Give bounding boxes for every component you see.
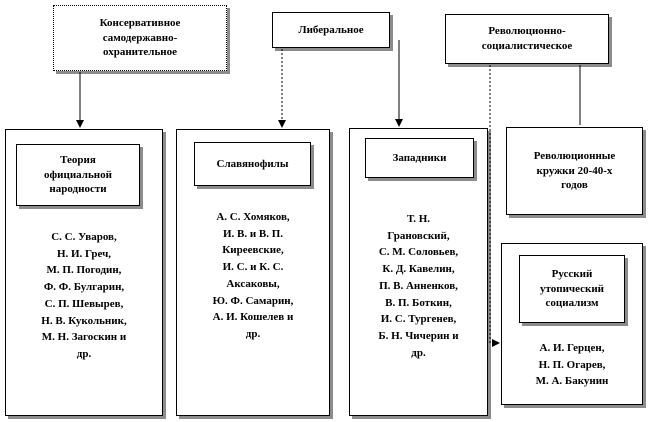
text-line: др. (76, 348, 92, 361)
text-line: Т. Н. (406, 213, 431, 225)
text-line: годов (561, 179, 588, 192)
text-line: Консервативное (99, 17, 181, 30)
text-line: Аксаковы, (226, 277, 280, 290)
text-line: М. Н. Загоскин и (41, 331, 127, 344)
text-line: М. А. Бакунин (535, 375, 609, 388)
text-line: др. (411, 346, 426, 359)
text-line: И. С. и К. С. (222, 261, 284, 274)
text-line: И. В. и В. П. (222, 227, 284, 240)
text-line: самодержавно- (102, 31, 178, 44)
text-line: П. В. Анненков, (379, 279, 458, 292)
text-line: Теория (60, 154, 96, 167)
text-line: Ф. Ф. Булгарин, (43, 281, 125, 294)
text-line: народности (49, 183, 107, 196)
text-line: Ю. Ф. Самарин, (212, 294, 294, 307)
text-line: др. (245, 328, 261, 341)
text-line: социализм (545, 297, 599, 310)
text-line: Русский (551, 268, 593, 281)
slavophiles-title: Славянофилы (217, 157, 289, 172)
text-line: Революционные (533, 150, 616, 163)
text-line: Славянофилы (216, 157, 289, 170)
slavophiles-title-box: Славянофилы (194, 142, 311, 186)
liberal-label: Либеральное (298, 23, 363, 38)
text-line: М. П. Погодин, (46, 264, 122, 277)
westerners-title-box: Западники (365, 138, 474, 178)
text-line: А. И. Кошелев и (212, 311, 294, 324)
liberal-box: Либеральное (272, 12, 390, 48)
text-line: Революционно- (488, 25, 566, 38)
arrow-revolutionary-to-utopian (489, 65, 500, 347)
text-line: С. П. Шевырев, (44, 297, 124, 310)
text-line: Грановский, (387, 229, 450, 242)
text-line: Н. П. Огарев, (538, 358, 606, 371)
text-line: социалистическое (481, 40, 573, 52)
text-line: Либеральное (298, 23, 364, 36)
westerners-names: Т. Н. Грановский, С. М. Соловьев, К. Д. Кав… (349, 211, 488, 361)
text-line: Н. И. Греч, (56, 247, 112, 260)
text-line: охранительное (102, 46, 177, 59)
text-line: С. С. Уваров, (51, 231, 117, 243)
text-line: К. Д. Кавелин, (382, 263, 455, 276)
utopian-names: А. И. Герцен, Н. П. Огарев, М. А. Бакунин (501, 340, 643, 390)
text-line: Н. В. Кукольник, (41, 314, 127, 327)
text-line: Киреевские, (222, 244, 284, 257)
circles-box (506, 127, 643, 215)
text-line: А. И. Герцен, (539, 342, 605, 354)
text-line: И. С. Тургенев, (380, 313, 457, 326)
revolutionary-box: Революционно-социалистическое (445, 14, 609, 64)
text-line: С. М. Соловьев, (378, 246, 459, 259)
text-line: Западники (392, 151, 447, 164)
text-line: Б. Н. Чичерин и (378, 330, 459, 343)
text-line: В. П. Боткин, (385, 296, 452, 309)
westerners-title: Западники (393, 151, 447, 166)
text-line: утопический (539, 282, 605, 295)
official-names: С. С. Уваров, Н. И. Греч, М. П. Погодин, Ф.… (5, 229, 163, 363)
text-line: А. С. Хомяков, (216, 211, 290, 223)
slavophiles-names: А. С. Хомяков, И. В. и В. П. Киреевские, И.… (176, 209, 330, 343)
revolutionary-label: Революционно-социалистическое (482, 24, 572, 53)
text-line: кружки 20-40-х (536, 164, 613, 177)
text-line: официальной (44, 168, 112, 181)
